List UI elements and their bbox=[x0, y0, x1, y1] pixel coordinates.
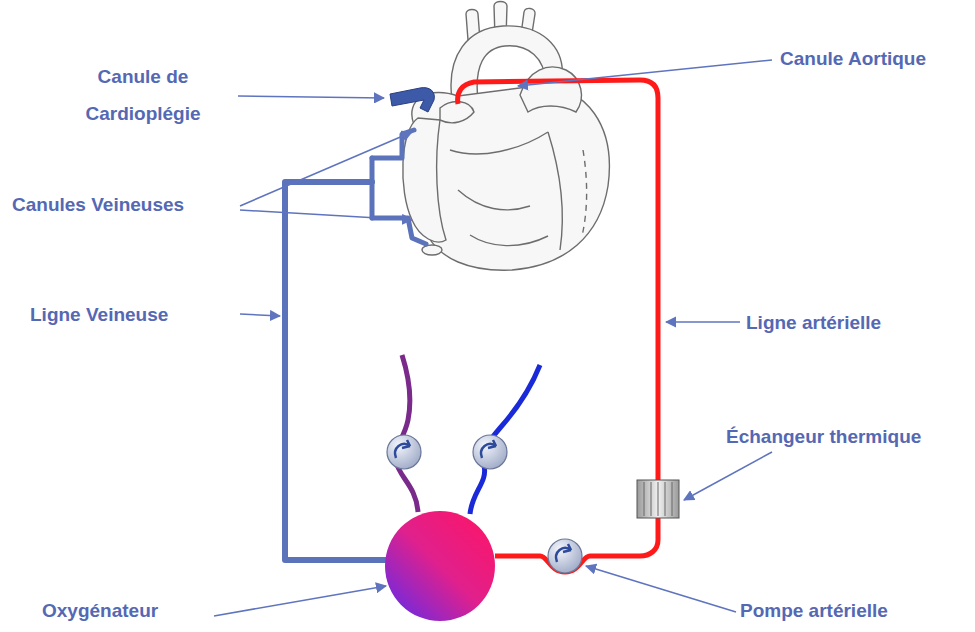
arterial-pump bbox=[548, 539, 582, 573]
cardioplegia-cannula bbox=[390, 88, 434, 112]
roller-pump bbox=[387, 435, 421, 469]
pulmonary-artery bbox=[520, 67, 581, 112]
callout-label: Canule Aortique bbox=[780, 40, 926, 77]
heat-exchanger bbox=[637, 480, 679, 518]
leader-lines bbox=[214, 60, 772, 616]
callout-label: Oxygénateur bbox=[42, 592, 158, 629]
heart-detail bbox=[458, 190, 530, 210]
vein-stump bbox=[422, 245, 442, 255]
heart-detail bbox=[548, 132, 562, 250]
heat-exchanger-fins bbox=[644, 482, 672, 516]
callout-label: Canules Veineuses bbox=[12, 186, 184, 223]
heart-detail bbox=[470, 235, 548, 246]
heart-detail bbox=[450, 132, 548, 154]
accessory-line bbox=[395, 355, 418, 512]
heart-body bbox=[412, 86, 610, 270]
callout-label: Pompe artérielle bbox=[740, 592, 888, 629]
callout-label: Échangeur thermique bbox=[726, 418, 921, 455]
oxygenator bbox=[385, 511, 495, 621]
callout-label: Ligne artérielle bbox=[746, 304, 881, 341]
callout-label: Ligne Veineuse bbox=[30, 296, 168, 333]
heart-drawing bbox=[403, 2, 610, 271]
interventricular-groove bbox=[582, 150, 587, 236]
callout-label: Canule de Cardioplégie bbox=[58, 58, 228, 132]
auricle bbox=[440, 102, 474, 123]
roller-pump bbox=[473, 435, 507, 469]
venous-line bbox=[285, 130, 426, 560]
arterial-line bbox=[458, 80, 658, 480]
accessory-line bbox=[470, 365, 540, 514]
arterial-line bbox=[495, 518, 658, 572]
